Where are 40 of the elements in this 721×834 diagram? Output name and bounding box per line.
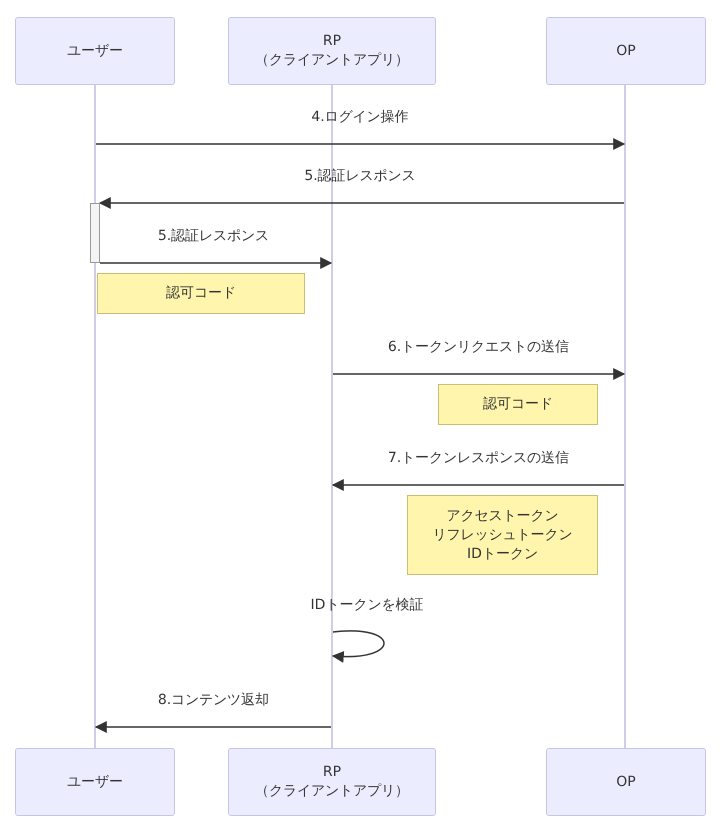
note-text: IDトークン — [467, 544, 538, 564]
lifeline — [331, 85, 333, 748]
note-text: 認可コード — [166, 284, 236, 303]
participant-box — [15, 17, 175, 85]
message-label: 8.コンテンツ返却 — [158, 691, 270, 709]
lifeline — [624, 85, 626, 748]
message-arrow — [94, 721, 331, 733]
note-text: アクセストークン — [446, 506, 558, 526]
participant-box — [546, 17, 706, 85]
participant-label: OP — [616, 772, 636, 792]
participant-box — [546, 748, 706, 816]
message-label: 7.トークンレスポンスの送信 — [388, 449, 570, 467]
participant-box — [228, 748, 436, 816]
participant-label: OP — [616, 42, 636, 60]
message-label: IDトークンを検証 — [310, 596, 424, 614]
message-arrow — [98, 197, 624, 209]
message-label: 4.ログイン操作 — [311, 108, 409, 126]
message-label: 5.認証レスポンス — [158, 227, 270, 245]
message-arrow — [333, 368, 626, 380]
participant-label: RP — [322, 32, 342, 51]
message-label: 6.トークンリクエストの送信 — [388, 338, 570, 356]
message-arrow — [96, 138, 626, 150]
note-text: リフレッシュトークン — [432, 526, 572, 544]
message-arrow — [332, 479, 624, 491]
message-label: 5.認証レスポンス — [304, 167, 416, 185]
self-message-arrow — [332, 630, 385, 662]
participant-label: （クライアントアプリ） — [255, 51, 409, 70]
note-box — [97, 273, 305, 314]
lifeline — [94, 85, 96, 748]
participant-box — [15, 748, 175, 816]
message-arrow — [100, 257, 332, 269]
participant-label: RP — [322, 763, 342, 782]
activation-bar — [90, 203, 100, 263]
note-box — [407, 495, 598, 575]
participant-label: （クライアントアプリ） — [255, 782, 409, 801]
participant-label: ユーザー — [67, 772, 123, 792]
participant-box — [228, 17, 436, 85]
note-text: 認可コード — [483, 395, 553, 414]
participant-label: ユーザー — [67, 42, 123, 60]
note-box — [438, 384, 598, 425]
